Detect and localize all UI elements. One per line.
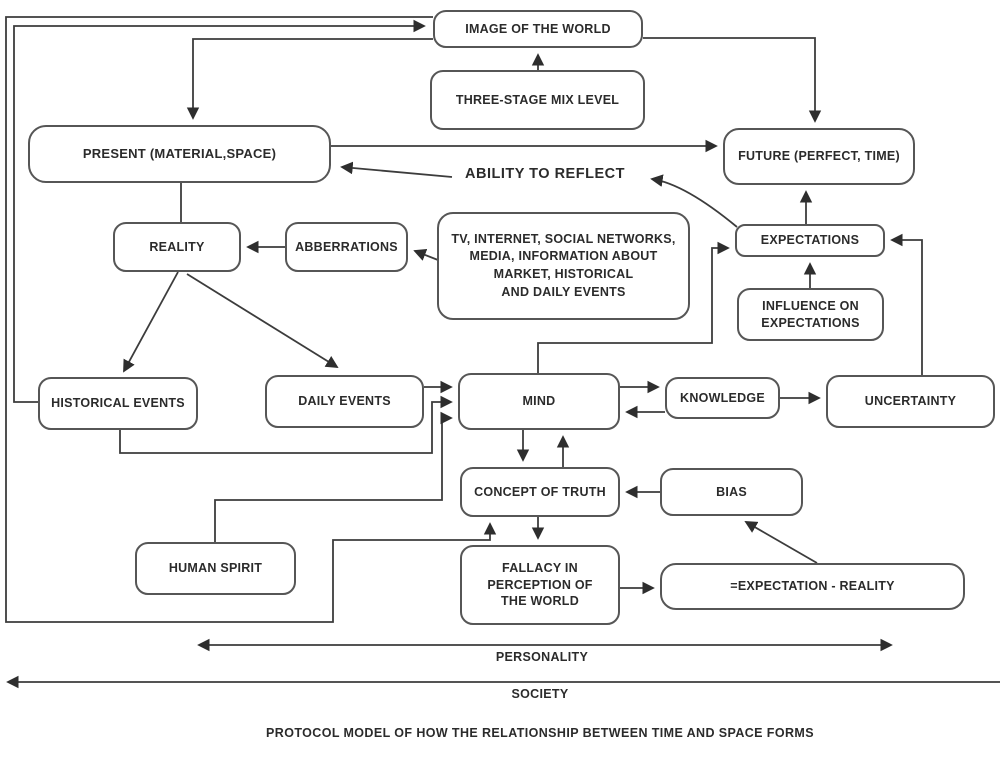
edge-image-of-the-world-to-concept-of-truth-loop bbox=[5, 16, 497, 623]
society-label: SOCIETY bbox=[511, 687, 569, 701]
node-bias: BIAS bbox=[660, 468, 803, 516]
node-present: PRESENT (MATERIAL,SPACE) bbox=[28, 125, 331, 183]
node-media: TV, INTERNET, SOCIAL NETWORKS, MEDIA, IN… bbox=[437, 212, 690, 320]
edge-image-of-the-world-to-future bbox=[643, 37, 822, 123]
edge-mind-to-expectations bbox=[537, 241, 730, 373]
node-image-of-the-world: IMAGE OF THE WORLD bbox=[433, 10, 643, 48]
node-knowledge: KNOWLEDGE bbox=[665, 377, 780, 419]
media-line-4: AND DAILY EVENTS bbox=[501, 284, 626, 299]
edge-reality-to-daily-events bbox=[186, 273, 339, 368]
node-mind: MIND bbox=[458, 373, 620, 430]
node-reality: REALITY bbox=[113, 222, 241, 272]
media-line-3: MARKET, HISTORICAL bbox=[493, 267, 634, 281]
edge-historical-events-to-image-of-the-world bbox=[13, 19, 426, 403]
edge-media-to-abberrations bbox=[413, 249, 439, 261]
node-influence-on-expectations: INFLUENCE ON EXPECTATIONS bbox=[737, 288, 884, 341]
edge-image-of-the-world-to-present bbox=[186, 38, 433, 120]
node-expectations: EXPECTATIONS bbox=[735, 224, 885, 257]
node-expectation-minus-reality: =EXPECTATION - REALITY bbox=[660, 563, 965, 610]
edge-expectations-to-ability-to-reflect-curve bbox=[650, 174, 738, 228]
edge-expectation-minus-reality-to-bias bbox=[744, 521, 818, 564]
media-line-1: TV, INTERNET, SOCIAL NETWORKS, bbox=[451, 231, 676, 246]
node-historical-events: HISTORICAL EVENTS bbox=[38, 377, 198, 430]
node-future: FUTURE (PERFECT, TIME) bbox=[723, 128, 915, 185]
node-human-spirit: HUMAN SPIRIT bbox=[135, 542, 296, 595]
node-uncertainty: UNCERTAINTY bbox=[826, 375, 995, 428]
edge-uncertainty-to-expectations bbox=[890, 233, 923, 375]
diagram-caption: PROTOCOL MODEL OF HOW THE RELATIONSHIP B… bbox=[266, 726, 814, 740]
node-daily-events: DAILY EVENTS bbox=[265, 375, 424, 428]
personality-label: PERSONALITY bbox=[495, 650, 589, 664]
media-line-2: MEDIA, INFORMATION ABOUT bbox=[469, 249, 658, 264]
ability-to-reflect-label: ABILITY TO REFLECT bbox=[465, 166, 625, 182]
edge-historical-events-to-mind bbox=[119, 395, 453, 454]
edge-reality-to-historical-events bbox=[123, 271, 179, 373]
node-concept-of-truth: CONCEPT OF TRUTH bbox=[460, 467, 620, 517]
edge-ability-to-reflect-to-present bbox=[340, 161, 453, 178]
node-abberrations: ABBERRATIONS bbox=[285, 222, 408, 272]
node-fallacy-in-perception: FALLACY IN PERCEPTION OF THE WORLD bbox=[460, 545, 620, 625]
edge-human-spirit-to-mind bbox=[214, 411, 453, 542]
node-three-stage-mix-level: THREE-STAGE MIX LEVEL bbox=[430, 70, 645, 130]
